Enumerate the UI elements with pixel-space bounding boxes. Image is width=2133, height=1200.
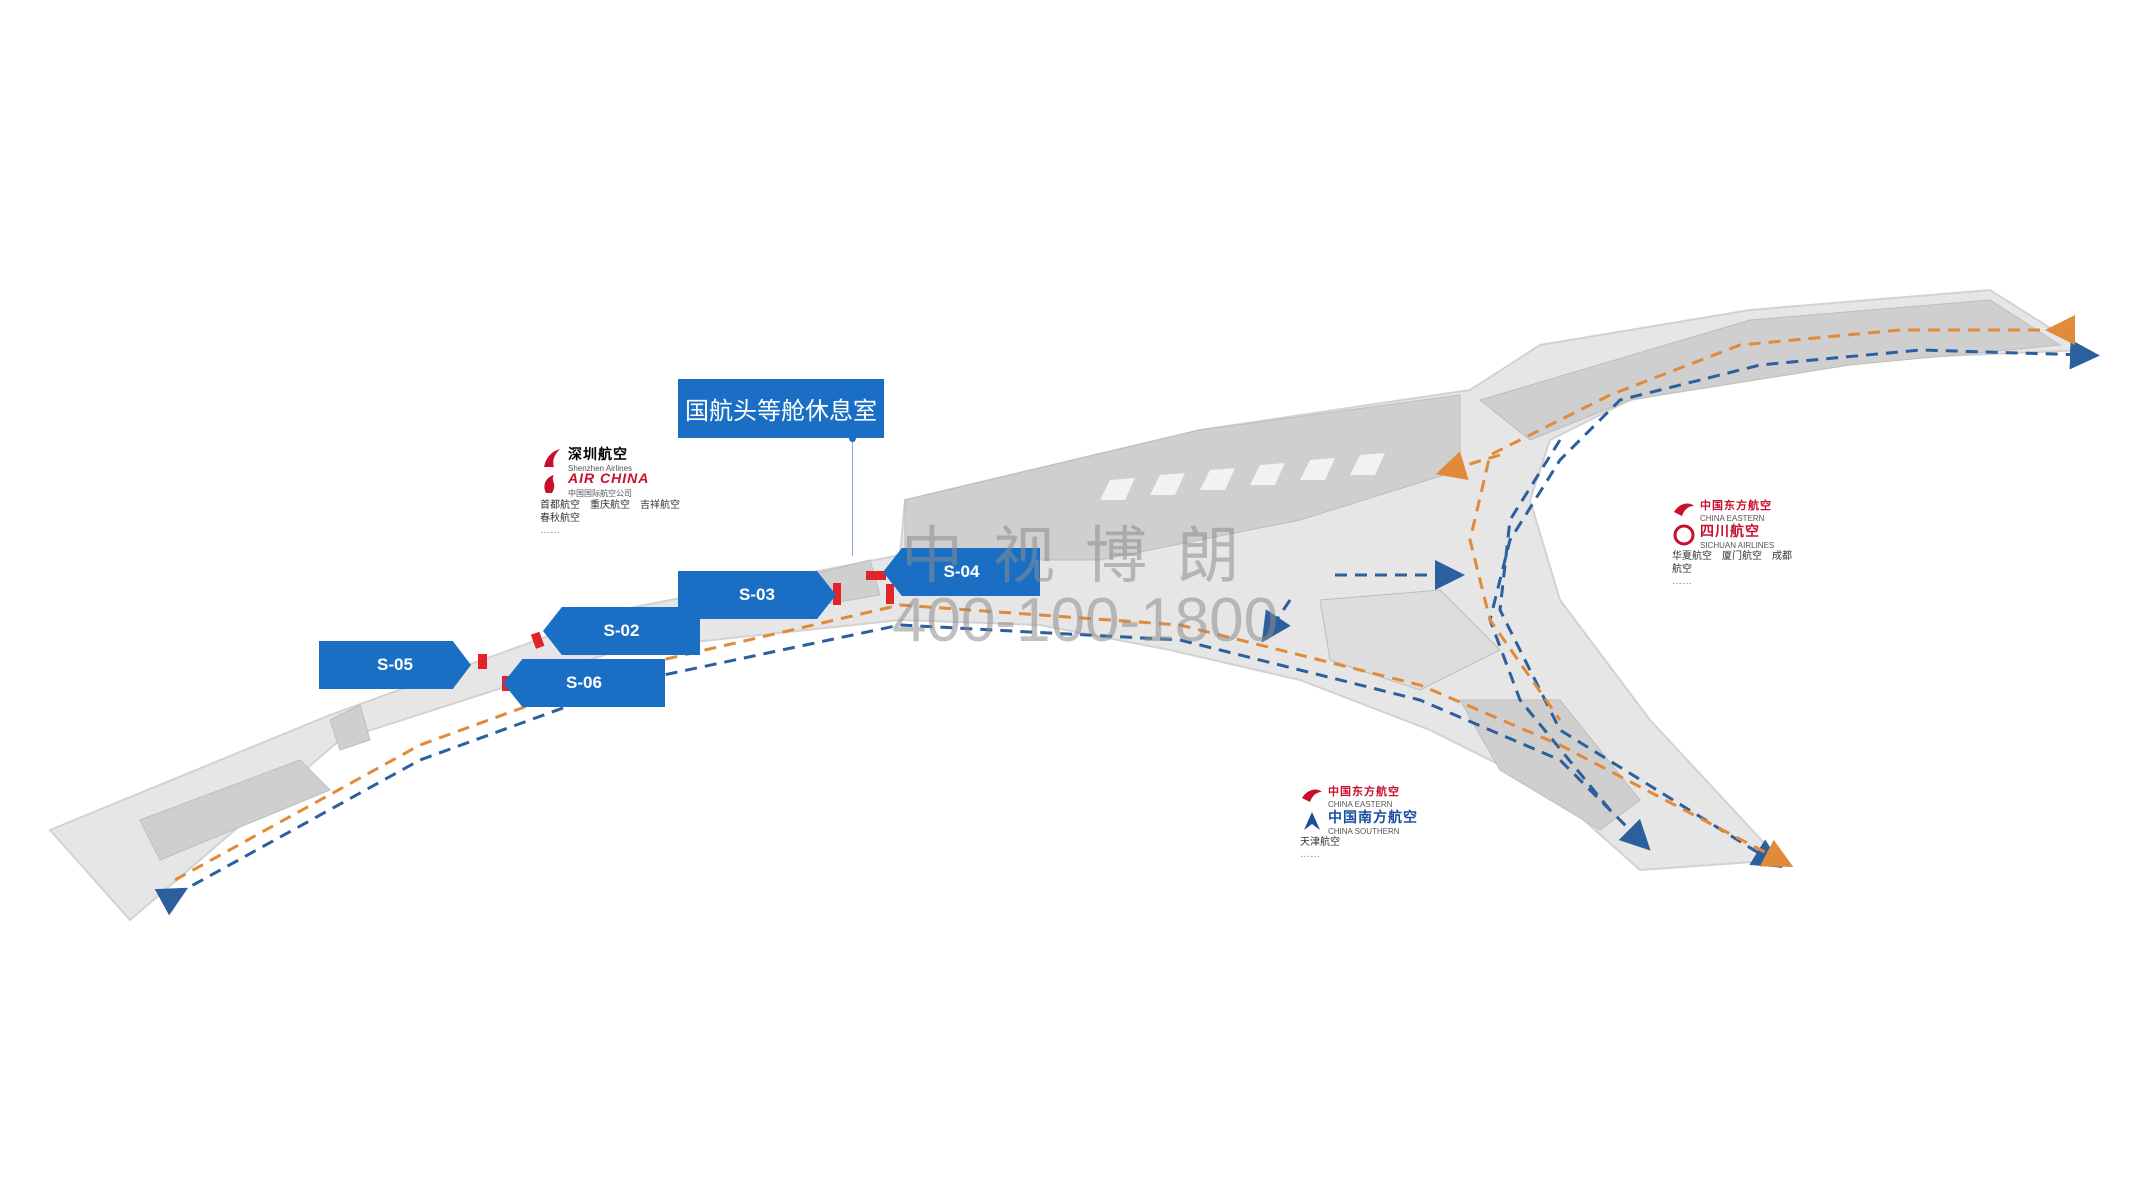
china-eastern-logo-icon xyxy=(1674,503,1694,516)
terminal-buildings xyxy=(139,299,2062,861)
callout-leader-dot xyxy=(849,435,856,442)
building-roof-details xyxy=(1100,453,1385,500)
airline-more-north: …… xyxy=(1672,576,1692,587)
callout-leader-line xyxy=(852,438,853,556)
airline-more-south: …… xyxy=(1300,849,1320,860)
lounge-callout[interactable]: 国航头等舱休息室 xyxy=(678,379,884,438)
gate-marker-s02[interactable]: S-02 xyxy=(543,607,700,655)
airline-others-south: 天津航空 xyxy=(1300,837,1340,848)
china-southern-logo-icon xyxy=(1304,812,1320,830)
china-eastern-logo-icon xyxy=(1302,789,1322,802)
gate-marker-s03[interactable]: S-03 xyxy=(678,571,836,619)
air-china-logo-icon xyxy=(544,475,555,493)
airline-more-west: …… xyxy=(540,525,560,536)
departure-routes xyxy=(154,339,2100,916)
airline-others-west: 首都航空 重庆航空 吉祥航空 春秋航空 xyxy=(540,500,690,524)
gate-marker-s04[interactable]: S-04 xyxy=(883,548,1040,596)
shenzhen-airlines-logo-icon xyxy=(544,449,560,467)
gate-marker-s06[interactable]: S-06 xyxy=(503,659,665,707)
sichuan-airlines-logo-icon xyxy=(1673,524,1695,546)
terminal-floor xyxy=(48,288,2089,922)
arrival-routes xyxy=(174,315,2075,882)
airline-others-north: 华夏航空 厦门航空 成都航空 xyxy=(1672,551,1792,575)
gate-marker-s05[interactable]: S-05 xyxy=(319,641,471,689)
